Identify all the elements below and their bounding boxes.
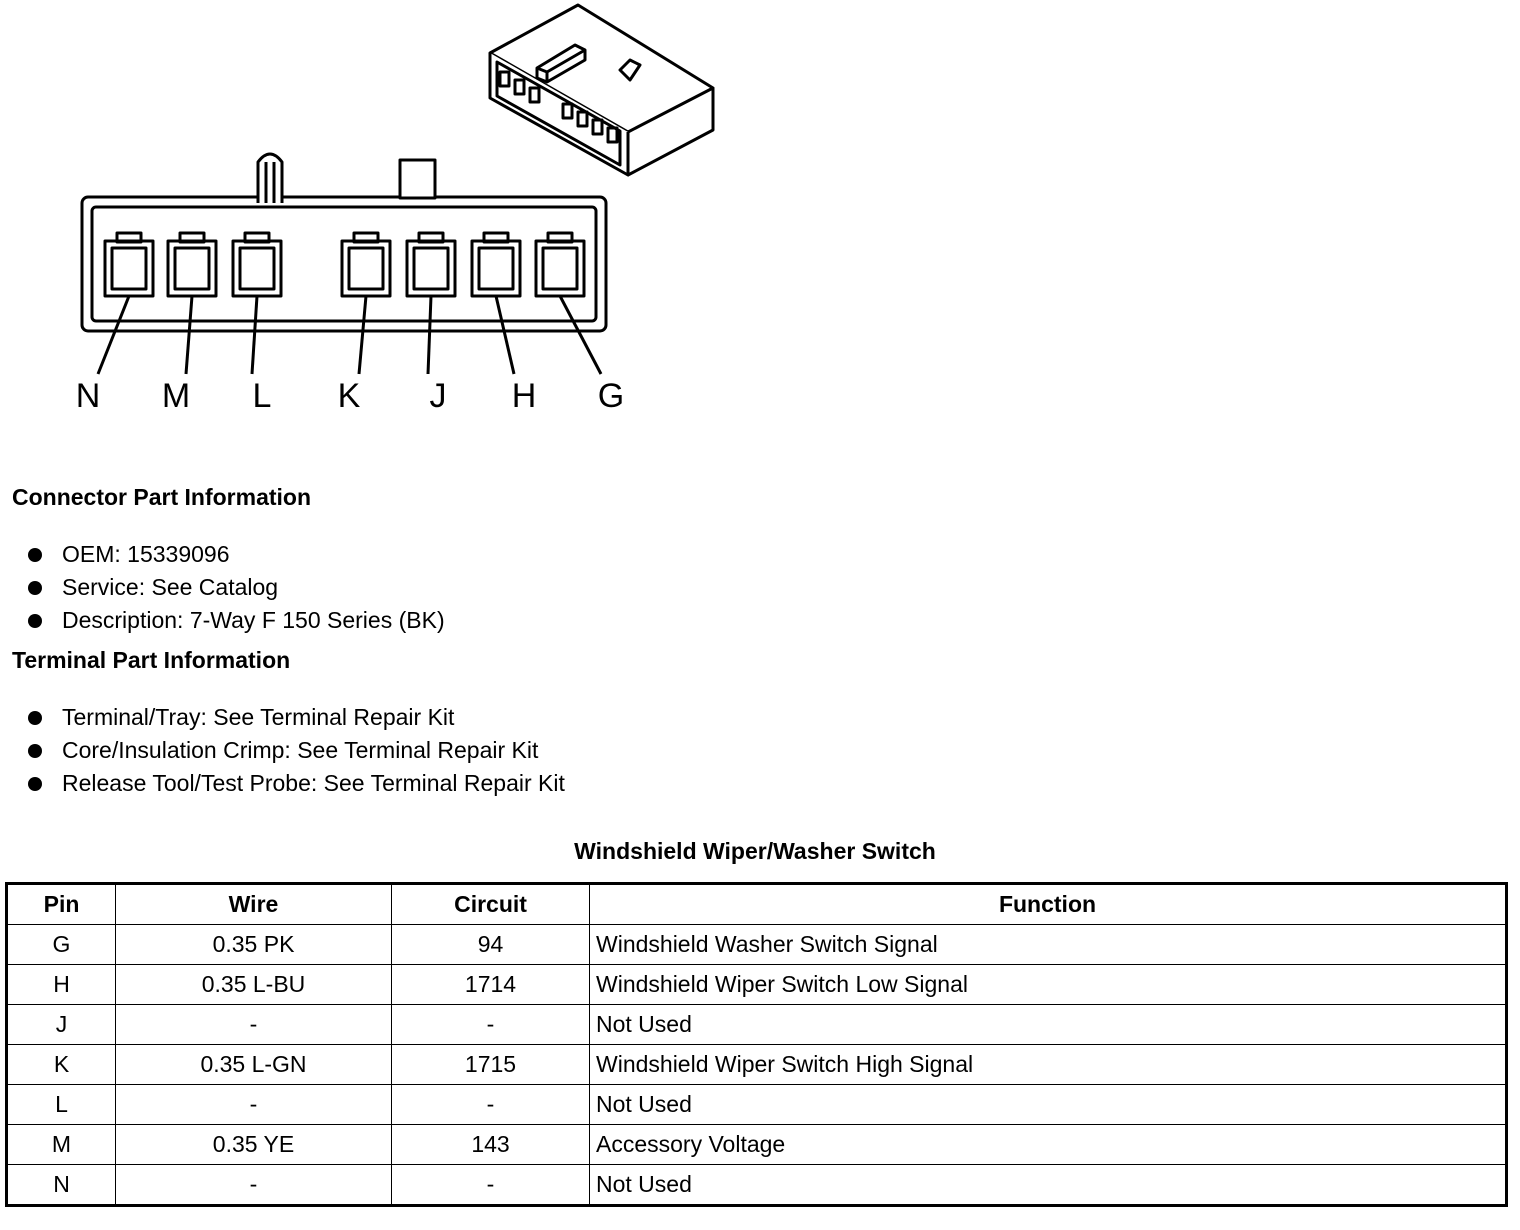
list-item-text: Service: See Catalog bbox=[62, 574, 279, 600]
cell-wire: 0.35 YE bbox=[115, 1124, 392, 1165]
list-item: Core/Insulation Crimp: See Terminal Repa… bbox=[28, 734, 565, 767]
cell-wire: - bbox=[115, 1164, 392, 1206]
header-circuit: Circuit bbox=[391, 883, 590, 925]
bullet-icon bbox=[28, 744, 42, 758]
bullet-icon bbox=[28, 614, 42, 628]
bullet-icon bbox=[28, 711, 42, 725]
cell-wire: - bbox=[115, 1084, 392, 1125]
cavity-g bbox=[534, 231, 586, 298]
cell-pin: L bbox=[6, 1084, 116, 1125]
cell-function: Windshield Wiper Switch Low Signal bbox=[589, 964, 1507, 1005]
list-item-text: Terminal/Tray: See Terminal Repair Kit bbox=[62, 704, 455, 730]
cell-pin: J bbox=[6, 1004, 116, 1045]
leader-line-g bbox=[558, 295, 603, 375]
pin-label-g: G bbox=[598, 377, 624, 415]
list-item: Terminal/Tray: See Terminal Repair Kit bbox=[28, 701, 565, 734]
bullet-icon bbox=[28, 548, 42, 562]
cavity-k bbox=[340, 231, 392, 298]
cell-wire: 0.35 L-GN bbox=[115, 1044, 392, 1085]
cell-circuit: - bbox=[391, 1084, 590, 1125]
cell-function: Not Used bbox=[589, 1084, 1507, 1125]
cell-pin: H bbox=[6, 964, 116, 1005]
cavity-h bbox=[470, 231, 522, 298]
pin-label-j: J bbox=[430, 377, 447, 415]
cell-circuit: 1715 bbox=[391, 1044, 590, 1085]
pin-label-h: H bbox=[512, 377, 537, 415]
pin-label-l: L bbox=[253, 377, 272, 415]
table-title: Windshield Wiper/Washer Switch bbox=[574, 838, 936, 864]
cavity-n bbox=[103, 231, 155, 298]
cell-function: Windshield Washer Switch Signal bbox=[589, 924, 1507, 965]
table-row: L--Not Used bbox=[6, 1084, 1507, 1125]
cell-circuit: 143 bbox=[391, 1124, 590, 1165]
pin-label-k: K bbox=[338, 377, 361, 415]
list-item-text: Description: 7-Way F 150 Series (BK) bbox=[62, 607, 445, 633]
cell-function: Windshield Wiper Switch High Signal bbox=[589, 1044, 1507, 1085]
bullet-icon bbox=[28, 777, 42, 791]
cell-pin: G bbox=[6, 924, 116, 965]
cell-pin: M bbox=[6, 1124, 116, 1165]
terminal-info-title: Terminal Part Information bbox=[12, 647, 291, 673]
cell-circuit: - bbox=[391, 1164, 590, 1206]
list-item: Description: 7-Way F 150 Series (BK) bbox=[28, 604, 445, 637]
cavity-l bbox=[231, 231, 283, 298]
header-function: Function bbox=[589, 883, 1507, 925]
leader-line-m bbox=[184, 295, 194, 375]
list-item: Service: See Catalog bbox=[28, 571, 445, 604]
header-wire: Wire bbox=[115, 883, 392, 925]
table-row: N--Not Used bbox=[6, 1164, 1507, 1206]
pin-leader-lines bbox=[96, 295, 603, 375]
header-pin: Pin bbox=[6, 883, 116, 925]
cell-circuit: 94 bbox=[391, 924, 590, 965]
leader-line-l bbox=[250, 295, 259, 375]
leader-line-n bbox=[96, 295, 131, 375]
cell-circuit: 1714 bbox=[391, 964, 590, 1005]
cell-wire: 0.35 PK bbox=[115, 924, 392, 965]
list-item-text: Release Tool/Test Probe: See Terminal Re… bbox=[62, 770, 565, 796]
cell-pin: N bbox=[6, 1164, 116, 1206]
cavity-m bbox=[166, 231, 218, 298]
pin-label-m: M bbox=[162, 377, 190, 415]
leader-line-j bbox=[426, 295, 433, 375]
table-header-row: Pin Wire Circuit Function bbox=[6, 883, 1507, 925]
connector-info-title: Connector Part Information bbox=[12, 484, 312, 510]
leader-line-k bbox=[357, 295, 368, 375]
cavity-j bbox=[405, 231, 457, 298]
cell-function: Not Used bbox=[589, 1164, 1507, 1206]
connector-face-view bbox=[80, 152, 608, 333]
cell-circuit: - bbox=[391, 1004, 590, 1045]
terminal-cavities bbox=[103, 231, 586, 298]
leader-line-h bbox=[494, 295, 516, 375]
list-item-text: Core/Insulation Crimp: See Terminal Repa… bbox=[62, 737, 539, 763]
table-row: J--Not Used bbox=[6, 1004, 1507, 1045]
cell-wire: 0.35 L-BU bbox=[115, 964, 392, 1005]
list-item-text: OEM: 15339096 bbox=[62, 541, 230, 567]
connector-3d-illustration bbox=[488, 3, 715, 177]
cell-function: Not Used bbox=[589, 1004, 1507, 1045]
cell-function: Accessory Voltage bbox=[589, 1124, 1507, 1165]
pin-label-n: N bbox=[76, 377, 101, 415]
list-item: OEM: 15339096 bbox=[28, 538, 445, 571]
cell-pin: K bbox=[6, 1044, 116, 1085]
bullet-icon bbox=[28, 581, 42, 595]
cell-wire: - bbox=[115, 1004, 392, 1045]
list-item: Release Tool/Test Probe: See Terminal Re… bbox=[28, 767, 565, 800]
